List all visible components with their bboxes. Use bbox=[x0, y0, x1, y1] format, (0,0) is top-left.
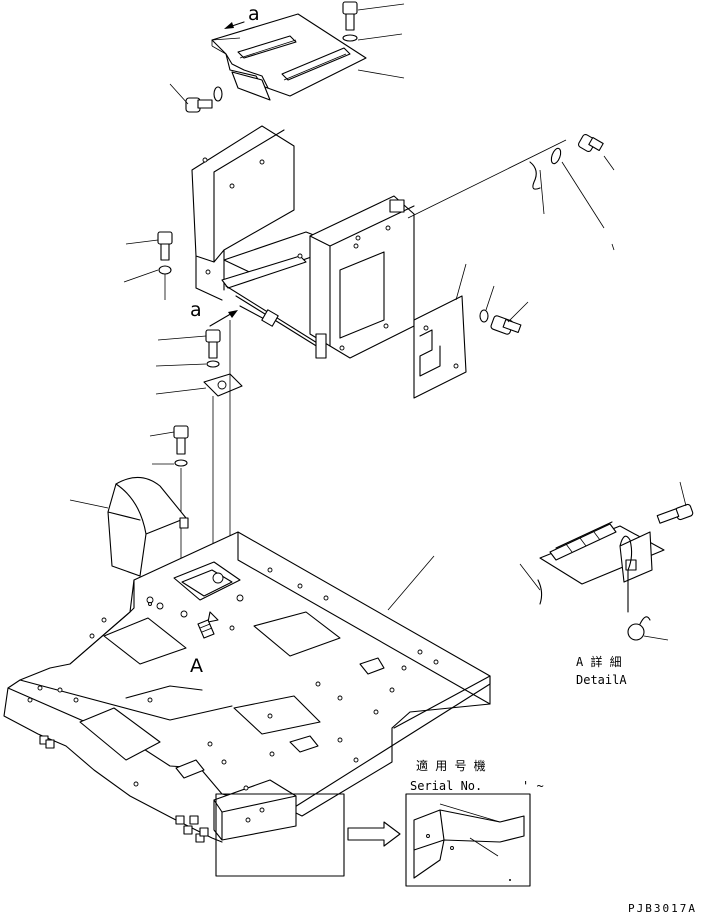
detail-caption-en: DetailA bbox=[576, 673, 627, 687]
washer-icon bbox=[206, 360, 220, 368]
serial-label-jp: 適 用 号 機 bbox=[416, 758, 486, 773]
ref-letter-A-view: A bbox=[190, 655, 203, 677]
ref-letter-a-mid: a bbox=[190, 299, 202, 321]
pin-icon bbox=[537, 579, 651, 641]
detail-a-hinge bbox=[519, 481, 694, 641]
battery-box-frame bbox=[191, 125, 415, 359]
serial-range: ' ~ bbox=[522, 779, 544, 793]
bolt-icon bbox=[205, 329, 221, 359]
callout-box-right bbox=[405, 793, 531, 887]
washer-icon bbox=[479, 309, 489, 323]
serial-label-en: Serial No. bbox=[410, 779, 482, 793]
bolt-icon bbox=[656, 503, 694, 524]
washer-icon bbox=[158, 265, 172, 275]
main-floor-frame bbox=[3, 531, 491, 843]
inset-corner-block bbox=[413, 803, 525, 881]
arrow-icon bbox=[197, 611, 219, 639]
bolt-icon bbox=[342, 1, 358, 31]
arrow-icon bbox=[347, 821, 401, 847]
drawing-number: PJB3017A bbox=[628, 902, 697, 915]
bolt-icon bbox=[577, 133, 604, 153]
direction-arrow-a-top bbox=[224, 21, 245, 29]
arrow-icon bbox=[209, 310, 238, 327]
curved-cover bbox=[107, 476, 189, 577]
washer-icon bbox=[213, 86, 223, 102]
top-cover-plate bbox=[211, 13, 367, 101]
callout-box-left bbox=[215, 793, 345, 877]
washer-icon bbox=[342, 34, 358, 42]
bolt-icon bbox=[490, 315, 522, 335]
pin-icon bbox=[529, 147, 562, 190]
bolt-icon bbox=[173, 425, 189, 455]
washer-icon bbox=[174, 459, 188, 467]
ref-letter-a-top: a bbox=[248, 3, 260, 25]
side-cover-plate bbox=[413, 295, 467, 399]
detail-caption-jp: A 詳 細 bbox=[576, 654, 622, 669]
bolt-icon bbox=[157, 231, 173, 261]
bolt-icon bbox=[185, 97, 213, 113]
